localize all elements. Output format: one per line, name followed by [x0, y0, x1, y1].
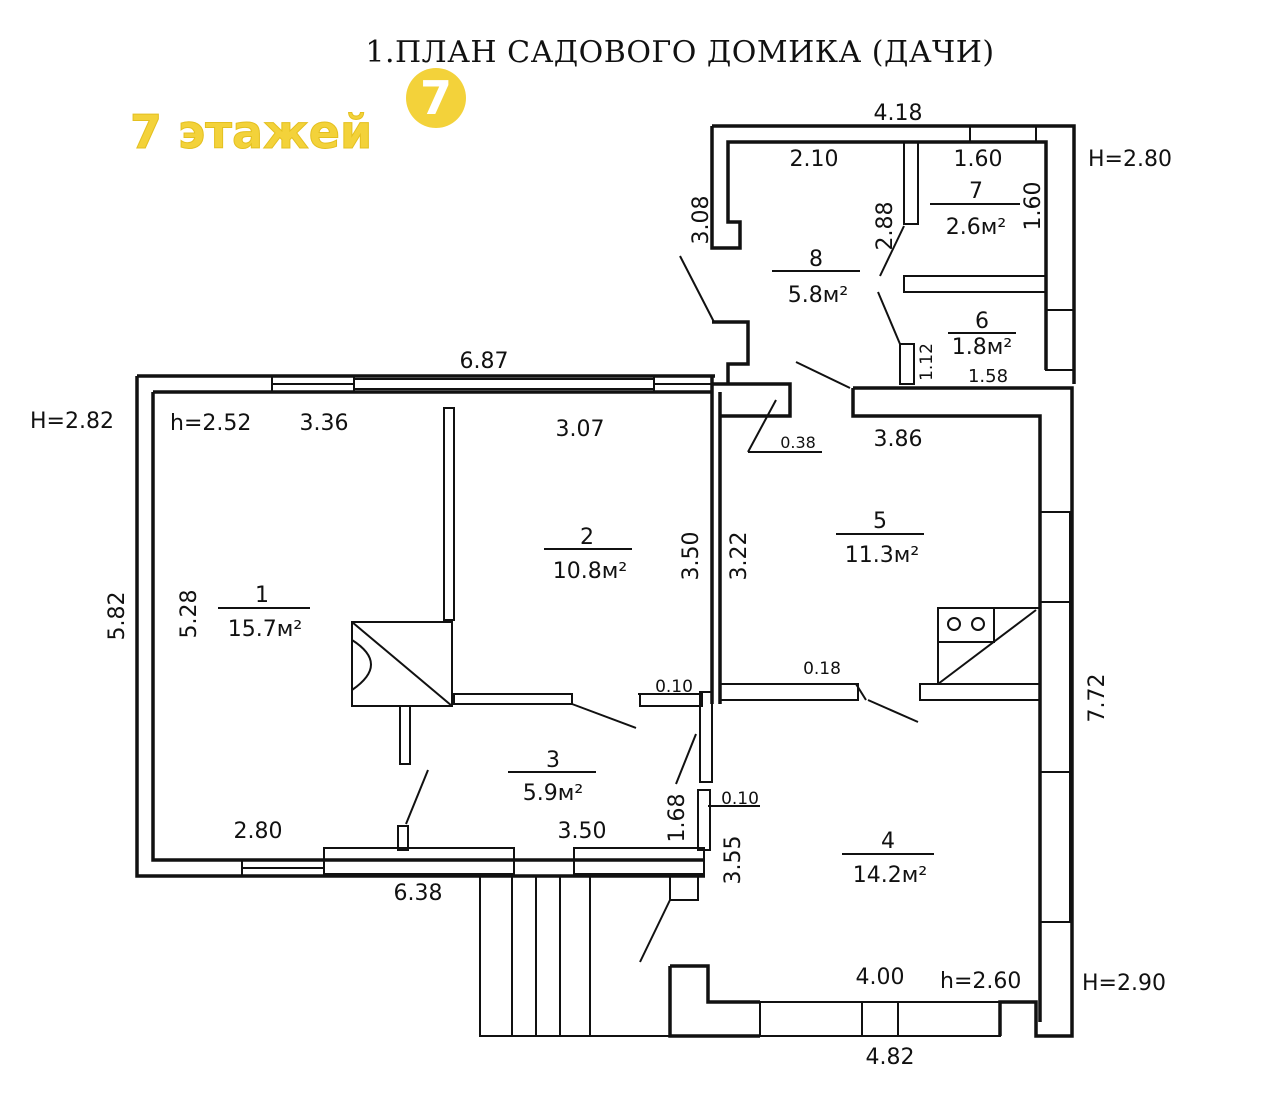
svg-text:1.58: 1.58: [968, 366, 1008, 387]
svg-text:2: 2: [580, 525, 594, 550]
height-left-outer: H=2.82: [30, 409, 114, 434]
dimension-labels: 4.18 2.10 1.60 1.60 3.08 2.88 1.12 1.58 …: [105, 101, 1110, 1070]
svg-text:3.07: 3.07: [556, 417, 605, 442]
room-7: 7 2.6м²: [930, 179, 1020, 240]
svg-text:1.12: 1.12: [917, 343, 937, 381]
svg-text:3: 3: [546, 748, 560, 773]
plan-title: 1.ПЛАН САДОВОГО ДОМИКА (ДАЧИ): [365, 35, 994, 70]
room-5: 5 11.3м²: [836, 509, 924, 568]
svg-text:0.10: 0.10: [721, 789, 759, 809]
svg-text:5.82: 5.82: [105, 592, 130, 641]
height-right-top: H=2.80: [1088, 147, 1172, 172]
svg-text:1.60: 1.60: [1021, 182, 1046, 231]
svg-text:7.72: 7.72: [1085, 674, 1110, 723]
room-8: 8 5.8м²: [772, 247, 860, 308]
room-3: 3 5.9м²: [508, 748, 596, 806]
height-right-bottom-inner: h=2.60: [940, 969, 1021, 994]
svg-text:3.50: 3.50: [679, 532, 704, 581]
svg-text:2.6м²: 2.6м²: [946, 215, 1006, 240]
height-left-inner: h=2.52: [170, 411, 251, 436]
svg-text:0.10: 0.10: [655, 677, 693, 697]
svg-text:4.18: 4.18: [874, 101, 923, 126]
height-right-bottom-outer: H=2.90: [1082, 971, 1166, 996]
svg-text:7: 7: [969, 179, 983, 204]
svg-text:3.50: 3.50: [558, 819, 607, 844]
svg-text:15.7м²: 15.7м²: [228, 617, 302, 642]
walls: [135, 124, 1076, 1038]
height-labels: H=2.82 h=2.52 H=2.80 H=2.90 h=2.60: [30, 147, 1172, 996]
svg-text:14.2м²: 14.2м²: [853, 863, 927, 888]
room-labels: 1 15.7м² 2 10.8м² 3 5.9м² 4 14.2м² 5 11.…: [218, 179, 1020, 888]
watermark-badge-icon: [406, 68, 466, 128]
svg-text:5.9м²: 5.9м²: [523, 781, 583, 806]
svg-text:5.8м²: 5.8м²: [788, 283, 848, 308]
watermark-text: 7 этажей: [130, 105, 372, 159]
svg-text:1.8м²: 1.8м²: [952, 335, 1012, 360]
watermark-logo: 7 этажей 7: [130, 68, 466, 160]
svg-text:2.10: 2.10: [790, 147, 839, 172]
svg-text:3.55: 3.55: [721, 836, 746, 885]
svg-text:1: 1: [255, 583, 269, 608]
room-2: 2 10.8м²: [544, 525, 632, 584]
svg-text:6.38: 6.38: [394, 881, 443, 906]
svg-text:8: 8: [809, 247, 823, 272]
svg-text:6.87: 6.87: [460, 349, 509, 374]
svg-text:1.68: 1.68: [665, 794, 690, 843]
svg-text:0.38: 0.38: [780, 433, 816, 452]
svg-text:3.36: 3.36: [300, 411, 349, 436]
room-1: 1 15.7м²: [218, 583, 310, 642]
svg-text:4.82: 4.82: [866, 1045, 915, 1070]
svg-text:10.8м²: 10.8м²: [553, 559, 627, 584]
watermark-badge-digit: 7: [420, 71, 452, 125]
svg-text:2.88: 2.88: [873, 202, 898, 251]
svg-text:11.3м²: 11.3м²: [845, 543, 919, 568]
svg-text:6: 6: [975, 309, 989, 334]
svg-text:5.28: 5.28: [177, 590, 202, 639]
room-4: 4 14.2м²: [842, 829, 934, 888]
svg-text:1.60: 1.60: [954, 147, 1003, 172]
svg-text:3.08: 3.08: [689, 196, 714, 245]
room-6: 6 1.8м²: [948, 309, 1016, 360]
svg-text:3.86: 3.86: [874, 427, 923, 452]
svg-text:5: 5: [873, 509, 887, 534]
svg-text:4.00: 4.00: [856, 965, 905, 990]
svg-text:3.22: 3.22: [727, 532, 752, 581]
svg-text:4: 4: [881, 829, 895, 854]
svg-text:2.80: 2.80: [234, 819, 283, 844]
svg-text:0.18: 0.18: [803, 659, 841, 679]
